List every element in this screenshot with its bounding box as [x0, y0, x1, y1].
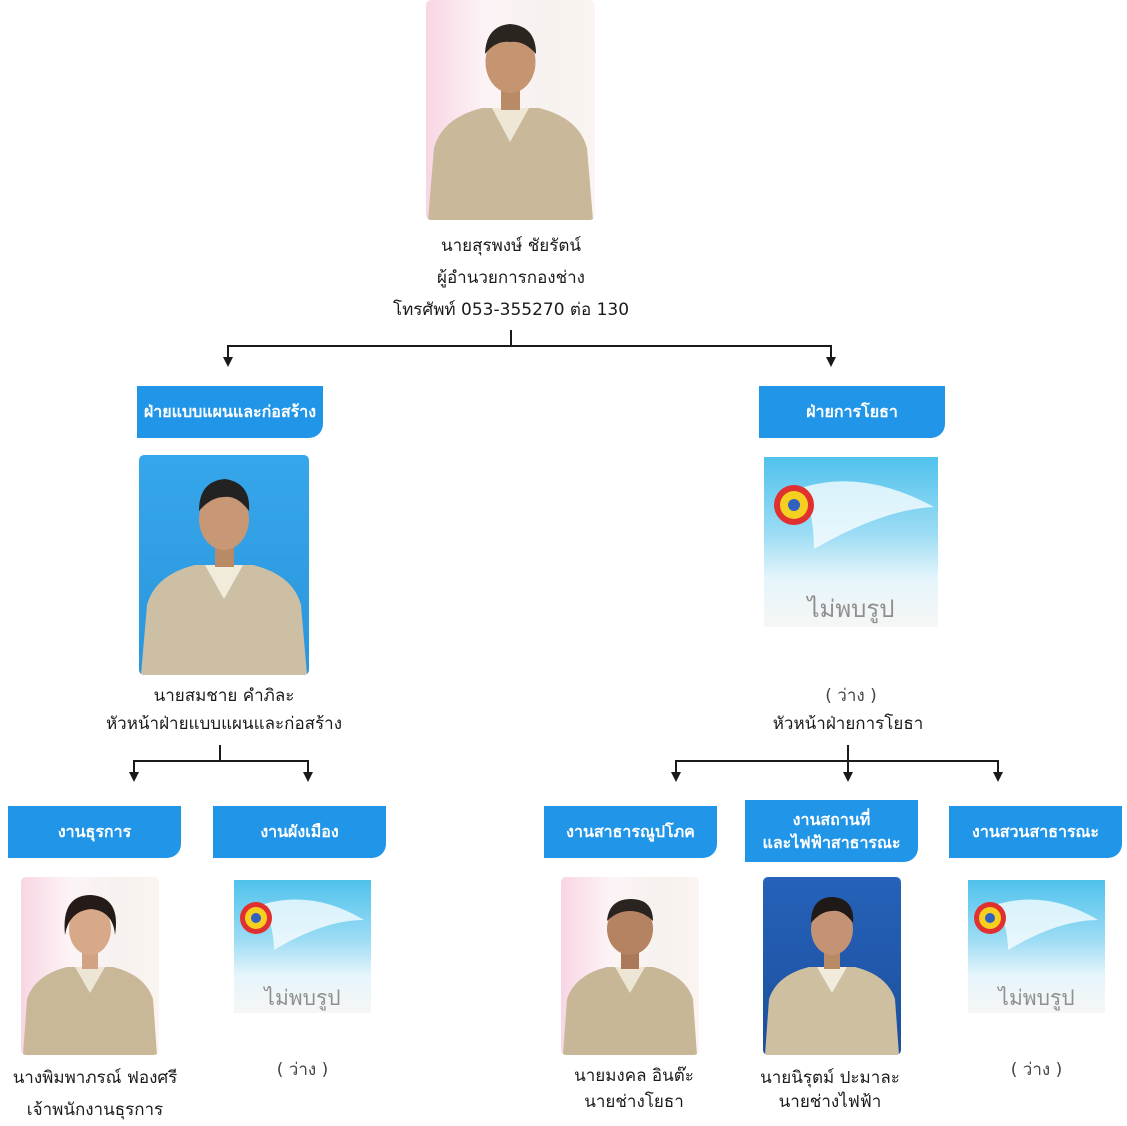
connector-line	[510, 330, 512, 346]
connector-line	[219, 745, 221, 761]
arrow-icon	[843, 772, 853, 782]
parks-placeholder: ไม่พบรูป	[968, 880, 1105, 1013]
dept-public-works: ฝ่ายการโยธา	[759, 386, 945, 438]
unit-utilities: งานสาธารณูปโภค	[544, 806, 717, 858]
arrow-icon	[303, 772, 313, 782]
electric-staff-name: นายนิรุตม์ ปะมาละ	[760, 1068, 900, 1088]
left-head-position: หัวหน้าฝ่ายแบบแผนและก่อสร้าง	[105, 714, 343, 734]
unit-admin: งานธุรการ	[8, 806, 181, 858]
utilities-staff-position: นายช่างโยธา	[584, 1092, 684, 1112]
unit-town-planning: งานผังเมือง	[213, 806, 386, 858]
parks-vacant: ( ว่าง )	[1010, 1060, 1063, 1080]
left-head-photo	[139, 455, 309, 675]
electric-staff-photo	[763, 877, 901, 1055]
right-head-placeholder-text: ไม่พบรูป	[807, 595, 895, 623]
right-head-position: หัวหน้าฝ่ายการโยธา	[772, 714, 924, 734]
town-planning-placeholder-text: ไม่พบรูป	[264, 986, 341, 1010]
connector-line	[847, 760, 849, 772]
connector-line	[307, 760, 309, 772]
admin-officer-name: นางพิมพาภรณ์ ฟองศรี	[12, 1068, 178, 1088]
director-photo	[426, 0, 595, 220]
utilities-staff-photo	[561, 877, 699, 1055]
parks-placeholder-text: ไม่พบรูป	[998, 986, 1075, 1010]
director-position: ผู้อำนวยการกองช่าง	[436, 268, 585, 288]
connector-line	[133, 760, 309, 762]
connector-line	[227, 345, 229, 357]
arrow-icon	[129, 772, 139, 782]
right-head-vacant: ( ว่าง )	[825, 686, 877, 706]
town-planning-placeholder: ไม่พบรูป	[234, 880, 371, 1013]
connector-line	[997, 760, 999, 772]
arrow-icon	[826, 357, 836, 367]
arrow-icon	[671, 772, 681, 782]
unit-facilities-electric-line1: งานสถานที่	[792, 809, 871, 829]
connector-line	[227, 345, 832, 347]
director-name: นายสุรพงษ์ ชัยรัตน์	[440, 236, 582, 256]
utilities-staff-name: นายมงคล อินต๊ะ	[574, 1066, 694, 1086]
unit-facilities-electric: งานสถานที่ และไฟฟ้าสาธารณะ	[745, 800, 918, 862]
right-head-placeholder: ไม่พบรูป	[764, 457, 938, 627]
arrow-icon	[993, 772, 1003, 782]
connector-line	[675, 760, 999, 762]
connector-line	[133, 760, 135, 772]
admin-officer-photo	[21, 877, 159, 1055]
dept-design-construction: ฝ่ายแบบแผนและก่อสร้าง	[137, 386, 323, 438]
connector-line	[675, 760, 677, 772]
town-planning-vacant: ( ว่าง )	[276, 1060, 329, 1080]
connector-line	[847, 745, 849, 761]
left-head-name: นายสมชาย คำภิละ	[153, 686, 295, 706]
director-phone: โทรศัพท์ 053-355270 ต่อ 130	[392, 300, 630, 320]
electric-staff-position: นายช่างไฟฟ้า	[778, 1092, 882, 1112]
connector-line	[830, 345, 832, 357]
unit-facilities-electric-line2: และไฟฟ้าสาธารณะ	[762, 833, 901, 852]
admin-officer-position: เจ้าพนักงานธุรการ	[26, 1100, 164, 1120]
unit-parks: งานสวนสาธารณะ	[949, 806, 1122, 858]
arrow-icon	[223, 357, 233, 367]
